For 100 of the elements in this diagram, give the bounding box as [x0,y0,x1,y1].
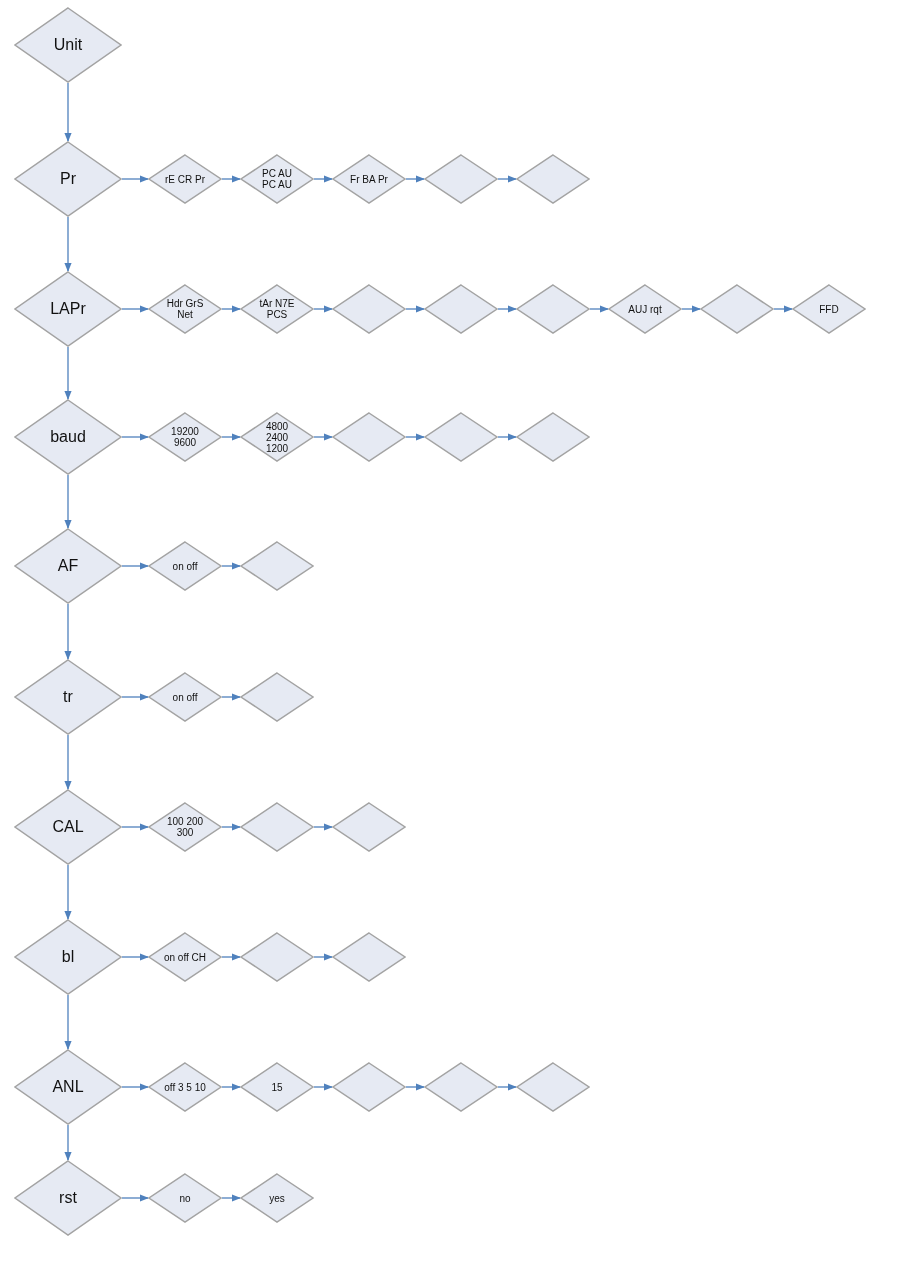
diamond-label: Pr [60,170,76,188]
diamond-label: Unit [53,36,83,54]
arrow [497,305,517,313]
decision-diamond [424,284,498,334]
diamond-label: on off [172,560,198,572]
diamond-label: baud [50,428,86,446]
arrow [405,1083,425,1091]
decision-diamond [516,1062,590,1112]
decision-diamond [14,659,122,735]
arrow [64,474,72,529]
decision-diamond [14,7,122,83]
diamond-label: bl [61,948,75,966]
decision-diamond [148,1173,222,1223]
diamond-label: 4800 2400 1200 [264,420,290,454]
decision-diamond [240,1173,314,1223]
decision-diamond [240,284,314,334]
diamond-label: 100 200 300 [165,816,205,838]
arrow [405,175,425,183]
arrow [121,693,149,701]
decision-diamond [148,932,222,982]
arrow [221,562,241,570]
decision-diamond [14,789,122,865]
diamond-label: off 3 5 10 [164,1081,206,1093]
decision-diamond [14,271,122,347]
arrow [64,734,72,790]
arrow [64,994,72,1050]
arrow [221,953,241,961]
diamond-label: tAr N7E PCS [258,298,296,320]
decision-diamond [240,154,314,204]
arrow [121,433,149,441]
diamond-label: rst [59,1189,77,1207]
decision-diamond [148,412,222,462]
decision-diamond [148,284,222,334]
diamond-label: LAPr [50,300,86,318]
arrow [773,305,793,313]
arrow [313,175,333,183]
decision-diamond [14,919,122,995]
decision-diamond [148,154,222,204]
arrow [64,1124,72,1161]
diamond-label: AF [57,557,79,575]
arrow [405,305,425,313]
arrow [497,175,517,183]
decision-diamond [240,802,314,852]
diamond-label: AUJ rqt [628,303,662,315]
decision-diamond [14,141,122,217]
decision-diamond [14,1160,122,1236]
decision-diamond [332,932,406,982]
decision-diamond [148,1062,222,1112]
diamond-label: no [179,1192,191,1204]
arrow [121,823,149,831]
decision-diamond [332,412,406,462]
arrow [221,433,241,441]
arrow [313,823,333,831]
decision-diamond [424,412,498,462]
arrow [221,1083,241,1091]
decision-diamond [424,1062,498,1112]
decision-diamond [516,154,590,204]
decision-diamond [608,284,682,334]
diamond-label: PC AU PC AU [261,168,293,190]
arrow [121,1194,149,1202]
arrow [121,562,149,570]
diamond-label: CAL [52,818,84,836]
arrow [221,305,241,313]
decision-diamond [332,284,406,334]
diamond-label: 15 [271,1081,283,1093]
arrow [221,1194,241,1202]
diamond-label: ANL [52,1078,84,1096]
diamond-label: FFD [819,303,839,315]
decision-diamond [240,412,314,462]
decision-diamond [148,672,222,722]
decision-diamond [240,1062,314,1112]
decision-diamond [332,1062,406,1112]
arrow [497,1083,517,1091]
decision-diamond [148,541,222,591]
arrow [64,216,72,272]
decision-diamond [14,1049,122,1125]
decision-diamond [516,284,590,334]
decision-diamond [516,412,590,462]
arrow [64,346,72,400]
arrow [64,864,72,920]
arrow [221,693,241,701]
decision-diamond [14,528,122,604]
decision-diamond [424,154,498,204]
arrow [121,953,149,961]
arrow [64,603,72,660]
diamond-label: Fr BA Pr [350,173,388,185]
arrow [313,953,333,961]
arrow [121,1083,149,1091]
decision-diamond [700,284,774,334]
diamond-label: yes [269,1192,285,1204]
diamond-label: on off CH [163,951,207,963]
diamond-label: Hdr GrS Net [165,298,205,320]
arrow [497,433,517,441]
arrow [589,305,609,313]
decision-diamond [332,154,406,204]
arrow [313,305,333,313]
diamond-label: on off [172,691,198,703]
decision-diamond [792,284,866,334]
decision-diamond [240,672,314,722]
diamond-label: rE CR Pr [165,173,205,185]
